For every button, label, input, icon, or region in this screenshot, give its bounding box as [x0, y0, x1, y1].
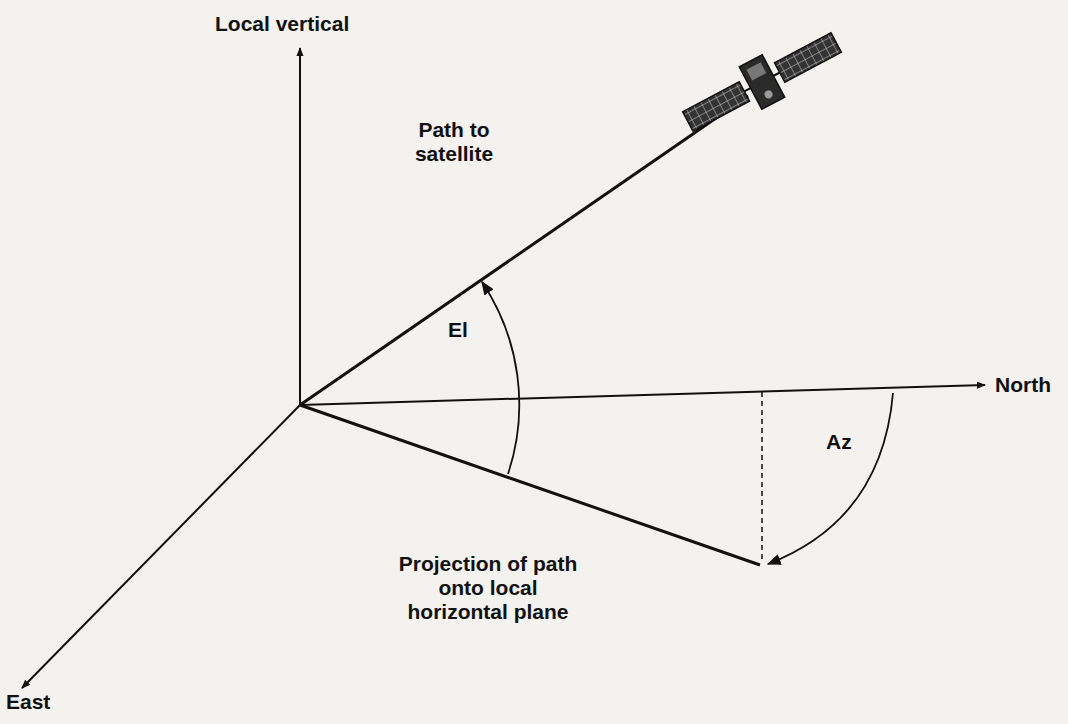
path-projection [300, 405, 760, 565]
path-label: Path to satellite [398, 118, 510, 166]
elevation-arc [482, 282, 519, 474]
north-axis [300, 385, 985, 405]
axis-label: East [6, 690, 50, 714]
angle-label: Az [826, 430, 852, 454]
projection-label: Projection of path onto local horizontal… [388, 552, 588, 624]
satellite-path [300, 96, 748, 405]
drop-line [761, 392, 763, 563]
axis-label: Local vertical [215, 12, 349, 36]
angle-label: El [448, 318, 468, 342]
local-vertical-axis [299, 48, 301, 405]
axis-label: North [995, 373, 1051, 397]
azimuth-arc [768, 393, 893, 564]
east-axis [22, 405, 300, 688]
satellite-symbol [677, 21, 848, 142]
